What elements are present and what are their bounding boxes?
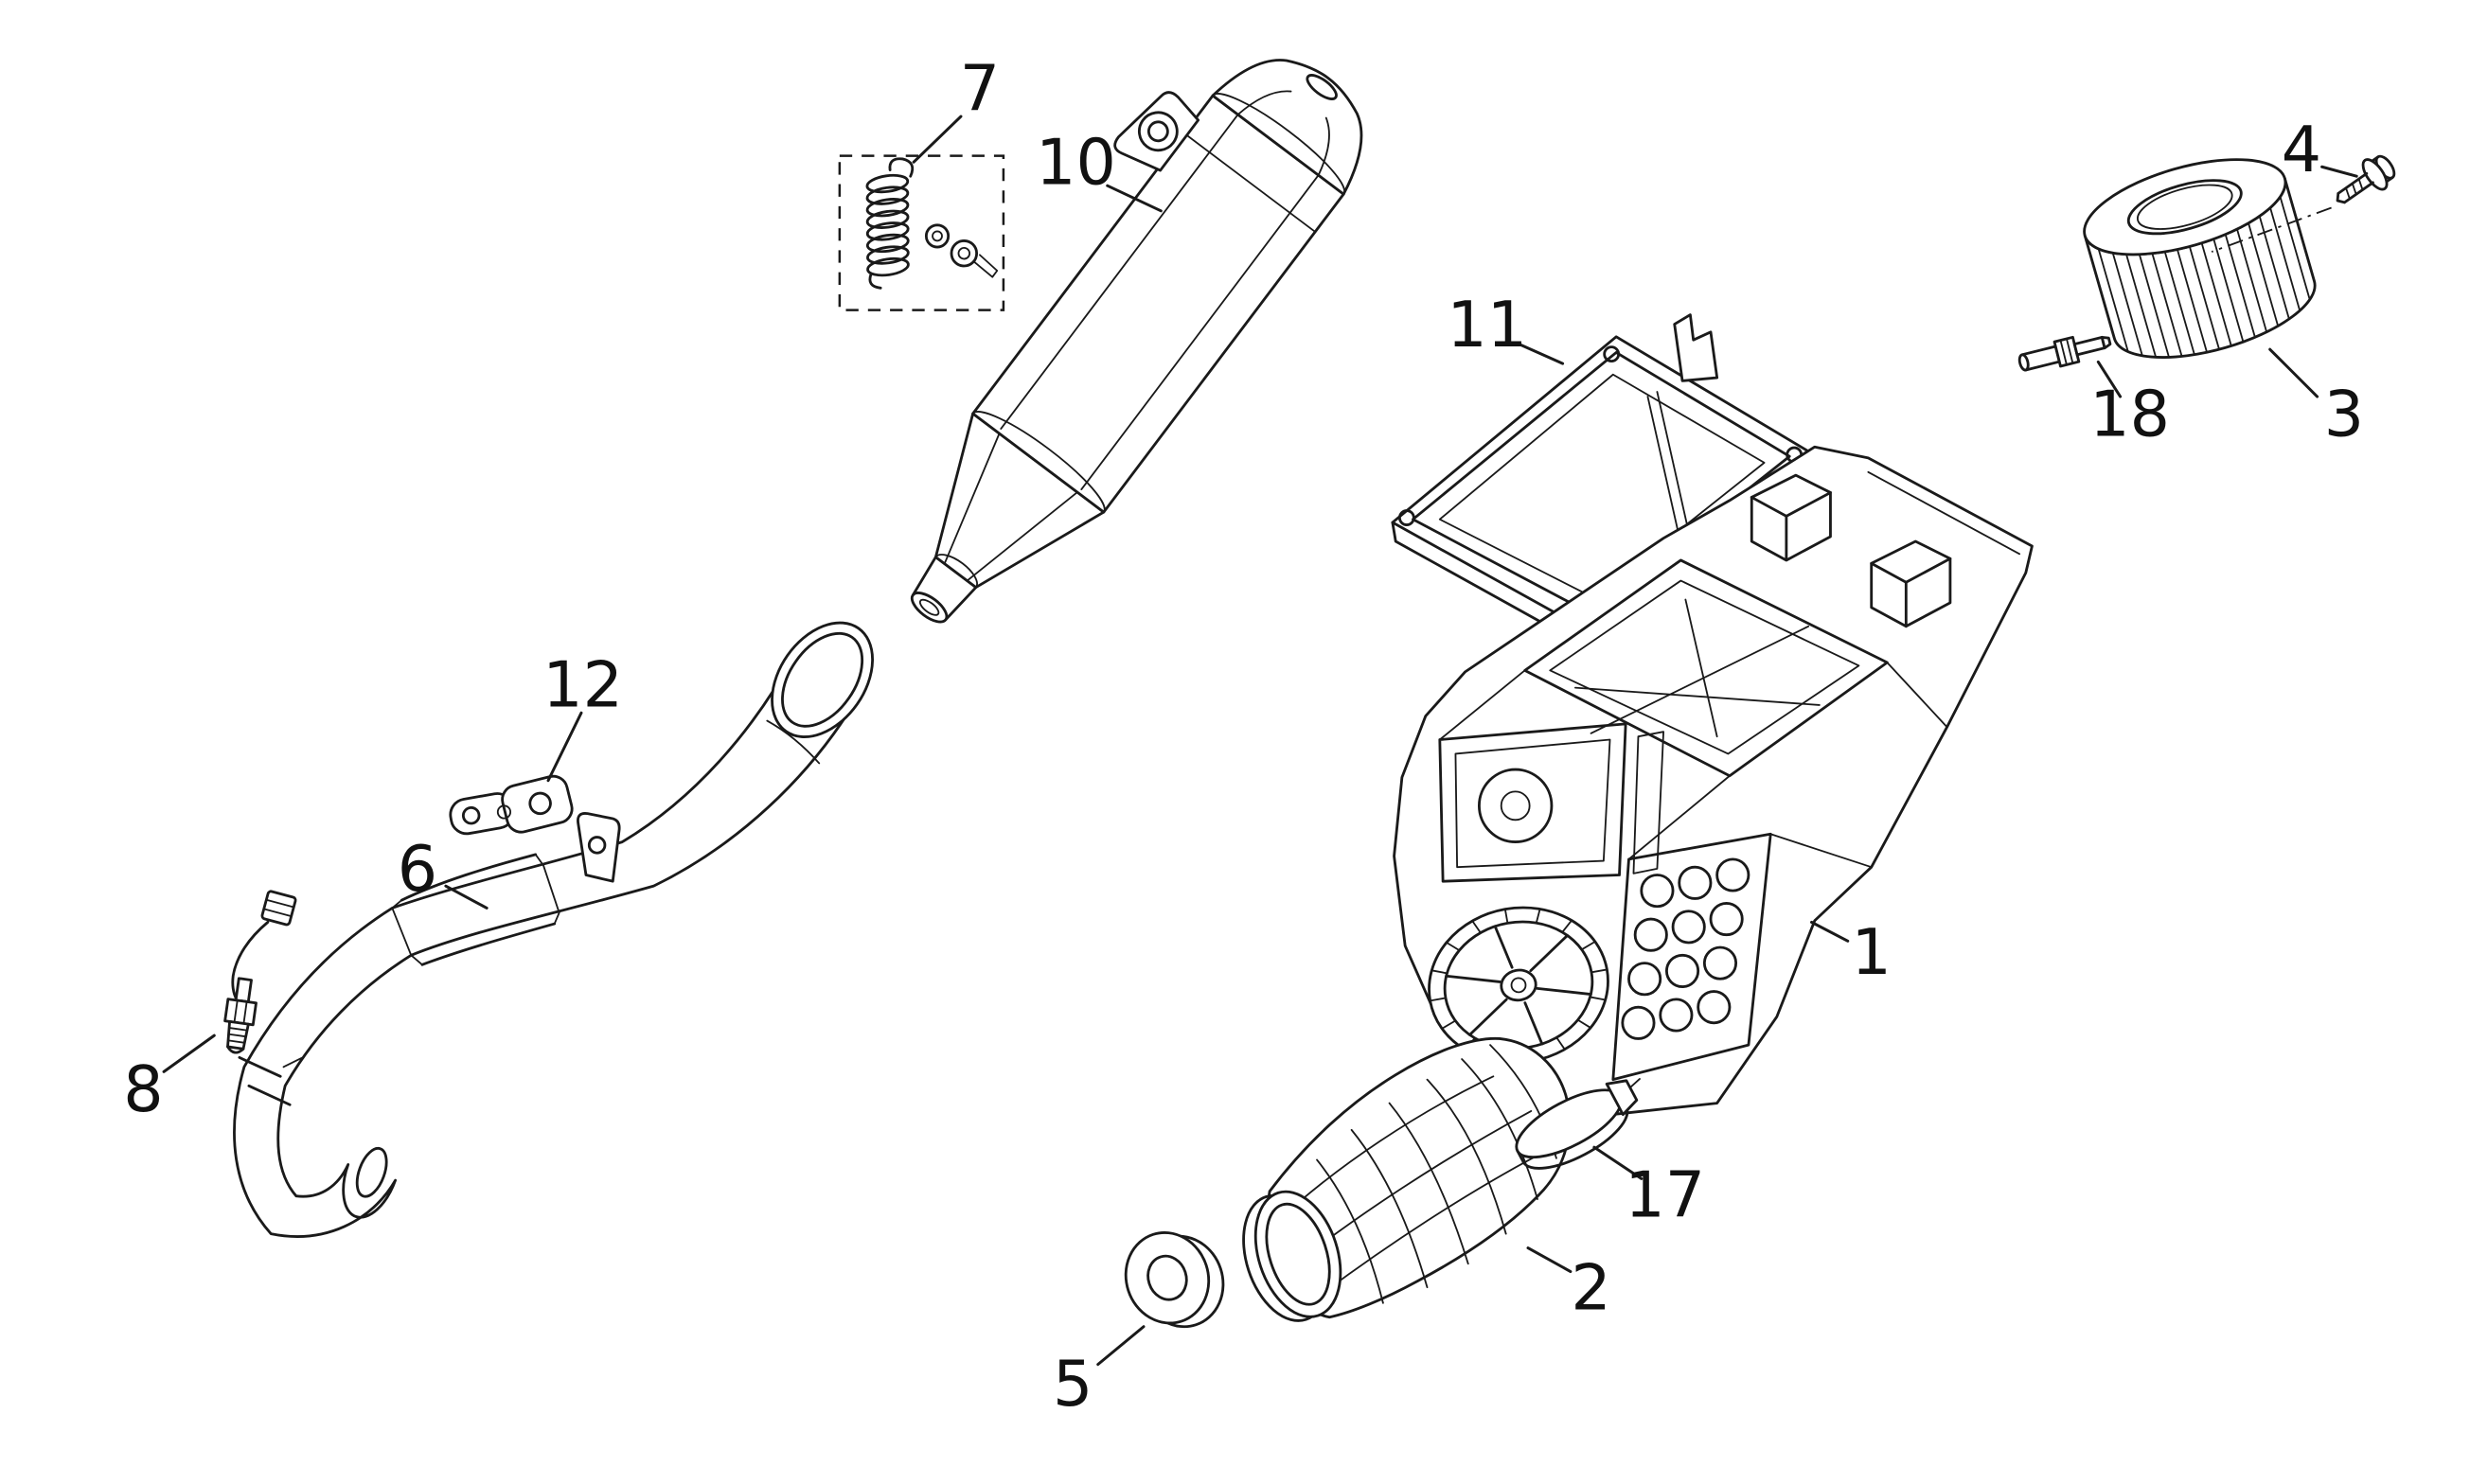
pipe-end-opening (355, 1146, 388, 1198)
leader-7 (912, 115, 963, 164)
hanger-bracket (449, 774, 574, 836)
callout-labels: 7 10 11 4 3 18 12 6 1 8 17 2 5 (123, 51, 2364, 1420)
filter-center-hole (2126, 179, 2243, 236)
kit-washer (924, 223, 951, 249)
callout-1: 1 (1852, 915, 1892, 989)
bolt-washer (2361, 158, 2389, 191)
leader-2 (1526, 1246, 1573, 1274)
grommet (1124, 1230, 1225, 1329)
leader-6 (444, 884, 489, 910)
leader-17 (1592, 1145, 1644, 1180)
airbox-lid (1391, 313, 1813, 653)
leader-11 (1519, 343, 1565, 365)
lid-screw-hole (1603, 345, 1621, 363)
clamp-screw-lug (1605, 1079, 1639, 1117)
duct-mouth (1242, 1190, 1342, 1322)
lid-rod (1646, 391, 1693, 552)
grommet-hole (1146, 1254, 1188, 1301)
callout-4: 4 (2282, 113, 2321, 186)
air-filter (2083, 158, 2317, 359)
callout-2: 2 (1571, 1250, 1610, 1324)
exhaust-header-pipe (233, 621, 874, 1238)
spring-hook-top (888, 157, 915, 178)
kit-screw-shaft (972, 254, 999, 278)
sensor-body (223, 977, 258, 1054)
exhaust-spring (865, 173, 910, 277)
callout-11: 11 (1447, 288, 1527, 362)
oxygen-sensor (223, 890, 297, 1054)
callout-10: 10 (1036, 126, 1116, 200)
callout-12: 12 (542, 648, 623, 722)
kit-dashed-box (838, 154, 1005, 311)
callout-7: 7 (960, 51, 1000, 125)
spring-hook-bottom (868, 272, 882, 290)
callout-3: 3 (2324, 378, 2364, 451)
leader-18 (2096, 360, 2123, 398)
pipe-bracket-tab (577, 812, 621, 883)
pipe-muffler-joint (771, 621, 874, 738)
bracket-plate (501, 774, 574, 834)
airbox-inlet-port (1428, 906, 1609, 1065)
hose-clamp (1515, 1078, 1641, 1170)
bolt (2211, 154, 2396, 253)
callout-18: 18 (2089, 378, 2170, 451)
muffler-mount-hole (1137, 111, 1179, 152)
sensor-connector (260, 890, 297, 927)
leader-5 (1096, 1325, 1146, 1367)
airbox-drain-hole-grid (1611, 832, 1772, 1082)
leader-3 (2268, 347, 2319, 398)
lid-tab (1673, 313, 1719, 382)
bolt-axis-line (2211, 206, 2332, 253)
leader-1 (1809, 920, 1850, 943)
pipe-clamp-band (238, 1055, 292, 1106)
leader-12 (546, 711, 583, 783)
callout-17: 17 (1625, 1157, 1705, 1231)
leader-8 (162, 1034, 216, 1073)
airbox-snorkel-stub (1870, 539, 1952, 628)
muffler (910, 59, 1363, 624)
kit-screw-head (950, 238, 979, 268)
port-spokes (1445, 925, 1592, 1046)
intake-duct (1242, 1036, 1572, 1322)
spring-kit-box (838, 154, 1005, 311)
filter-pleats (2097, 195, 2311, 359)
breather-fitting (2017, 335, 2112, 372)
airbox-side-recess (1438, 722, 1664, 883)
callout-6: 6 (398, 832, 437, 906)
leader-lines (162, 115, 2358, 1367)
callout-5: 5 (1053, 1347, 1093, 1421)
lid-screw-hole (1397, 509, 1415, 526)
airbox-snorkel-stub (1750, 473, 1832, 562)
airbox (1393, 445, 2034, 1118)
leader-10 (1106, 184, 1163, 213)
leader-4 (2320, 165, 2358, 178)
callout-8: 8 (123, 1052, 163, 1126)
